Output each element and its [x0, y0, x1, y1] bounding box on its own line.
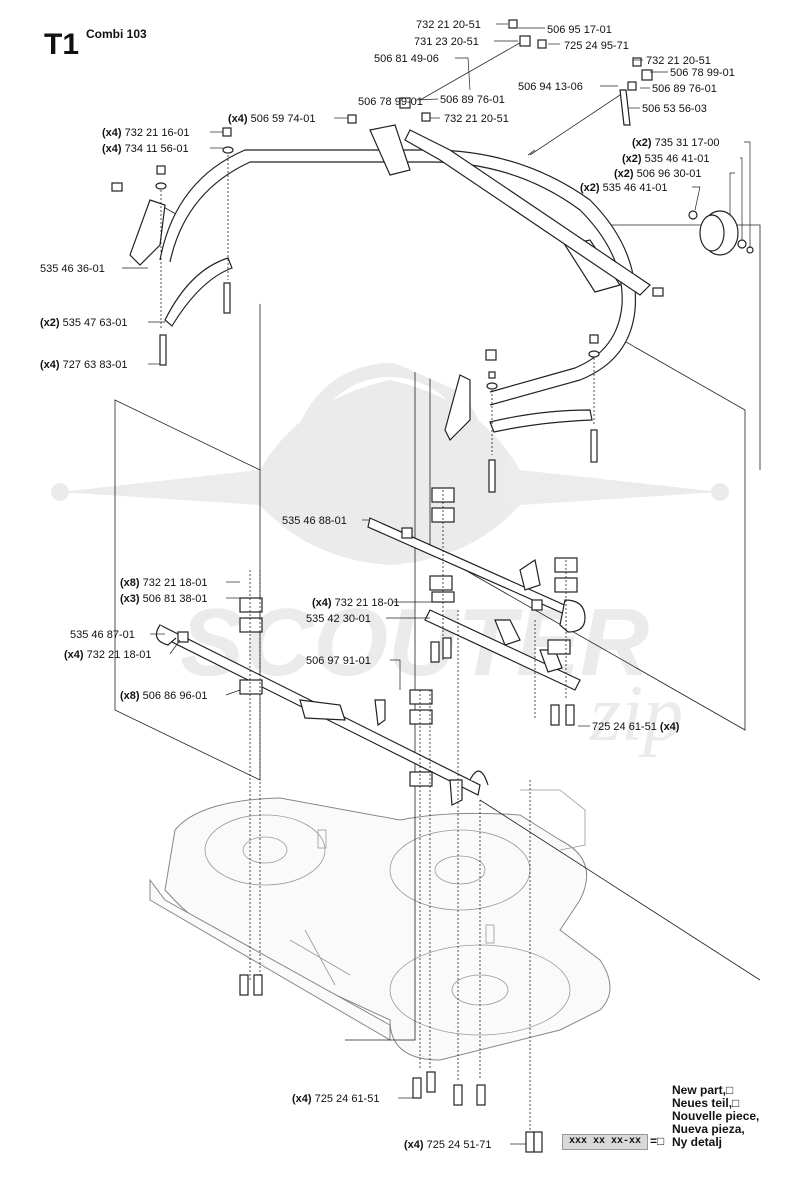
callout-c34: (x4) 725 24 61-51	[292, 1093, 379, 1105]
callout-c15: (x4) 732 21 16-01	[102, 127, 189, 139]
callout-c25: (x8) 732 21 18-01	[120, 577, 207, 589]
callout-c14: 732 21 20-51	[444, 113, 509, 125]
callout-c24: 535 46 88-01	[282, 515, 347, 527]
callout-c18: (x2) 535 46 41-01	[622, 153, 709, 165]
callout-c2: 506 95 17-01	[547, 24, 612, 36]
callout-c20: (x2) 535 46 41-01	[580, 182, 667, 194]
callout-c32: (x8) 506 86 96-01	[120, 690, 207, 702]
callout-c21: 535 46 36-01	[40, 263, 105, 275]
leader-lines	[122, 23, 751, 1145]
hardware	[111, 19, 664, 493]
clamp-blocks	[239, 487, 578, 787]
assembly-lines	[160, 155, 595, 1130]
callout-c16: (x2) 735 31 17-00	[632, 137, 719, 149]
legend-line: Nouvelle piece,	[672, 1109, 760, 1123]
mower-deck	[149, 789, 611, 1061]
callout-c9: 506 89 76-01	[652, 83, 717, 95]
callout-c4: 725 24 95-71	[564, 40, 629, 52]
callout-c31: 506 97 91-01	[306, 655, 371, 667]
bottom-bolts	[239, 637, 575, 1153]
legend-line: Nueva pieza,	[672, 1122, 745, 1136]
new-part-legend: New part,□ Neues teil,□ Nouvelle piece, …	[672, 1084, 759, 1149]
callout-c29: 535 46 87-01	[70, 629, 135, 641]
callout-c33: 725 24 61-51 (x4)	[592, 721, 680, 733]
callout-labels: 732 21 20-51 506 95 17-01 731 23 20-51 7…	[40, 19, 735, 1151]
callout-c5: 506 81 49-06	[374, 53, 439, 65]
watermark-suffix: zip	[589, 670, 683, 758]
page-code: T1	[44, 28, 80, 61]
cross-bars	[155, 517, 586, 806]
callout-c12: 506 53 56-03	[642, 103, 707, 115]
wheel-assembly	[688, 210, 754, 256]
callout-c8: 506 94 13-06	[518, 81, 583, 93]
callout-c1: 732 21 20-51	[416, 19, 481, 31]
legend-line: Neues teil,□	[672, 1096, 740, 1110]
legend-part-box: xxx xx xx-xx	[562, 1134, 648, 1150]
callout-c11: 506 89 76-01	[440, 94, 505, 106]
callout-c27: (x4) 732 21 18-01	[312, 597, 399, 609]
callout-c28: 535 42 30-01	[306, 613, 371, 625]
legend-line: Ny detalj	[672, 1135, 723, 1149]
callout-c19: (x2) 506 96 30-01	[614, 168, 701, 180]
callout-c22: (x2) 535 47 63-01	[40, 317, 127, 329]
legend-equals: =□	[650, 1134, 665, 1148]
callout-c35: (x4) 725 24 51-71	[404, 1139, 491, 1151]
callout-c26: (x3) 506 81 38-01	[120, 593, 207, 605]
callout-c7: 506 78 99-01	[670, 67, 735, 79]
callout-c23: (x4) 727 63 83-01	[40, 359, 127, 371]
legend-line: New part,□	[672, 1083, 734, 1097]
callout-c13: (x4) 506 59 74-01	[228, 113, 315, 125]
callout-c6: 732 21 20-51	[646, 55, 711, 67]
callout-c30: (x4) 732 21 18-01	[64, 649, 151, 661]
lift-frame	[129, 39, 651, 442]
model-name: Combi 103	[86, 27, 147, 41]
callout-c10: 506 78 99-01	[358, 96, 423, 108]
callout-c17: (x4) 734 11 56-01	[102, 143, 189, 155]
callout-c3: 731 23 20-51	[414, 36, 479, 48]
